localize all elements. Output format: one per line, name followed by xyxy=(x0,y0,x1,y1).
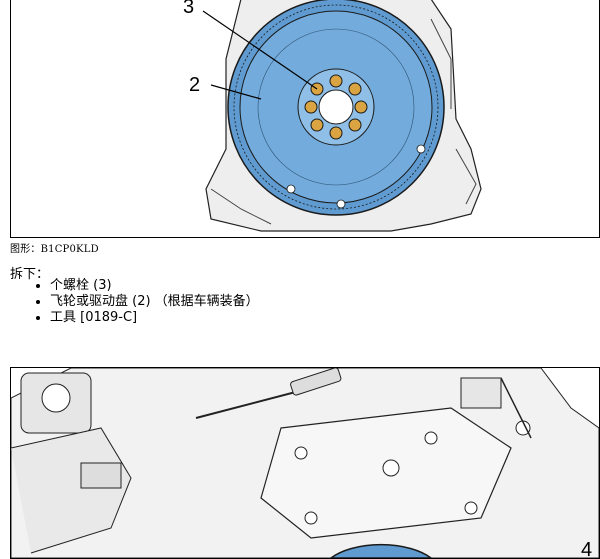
callout-3: 3 xyxy=(183,0,194,18)
engine-illustration: 4 xyxy=(11,368,599,558)
engine-diagram: 4 xyxy=(10,367,600,559)
flywheel-bolts xyxy=(304,74,368,140)
list-item: 个螺栓 (3) xyxy=(50,278,259,294)
remove-heading: 拆下： xyxy=(10,267,50,282)
flywheel-diagram: 3 2 xyxy=(10,0,600,238)
figure-caption: 图形：B1CP0KLD xyxy=(10,244,99,255)
list-item: 工具 [0189-C] xyxy=(50,310,259,326)
callout-2: 2 xyxy=(189,74,200,96)
flywheel-illustration: 3 2 xyxy=(183,0,482,232)
remove-list: 个螺栓 (3) 飞轮或驱动盘 (2) （根据车辆装备） 工具 [0189-C] xyxy=(0,278,259,326)
list-item: 飞轮或驱动盘 (2) （根据车辆装备） xyxy=(50,294,259,310)
callout-4: 4 xyxy=(581,539,592,558)
